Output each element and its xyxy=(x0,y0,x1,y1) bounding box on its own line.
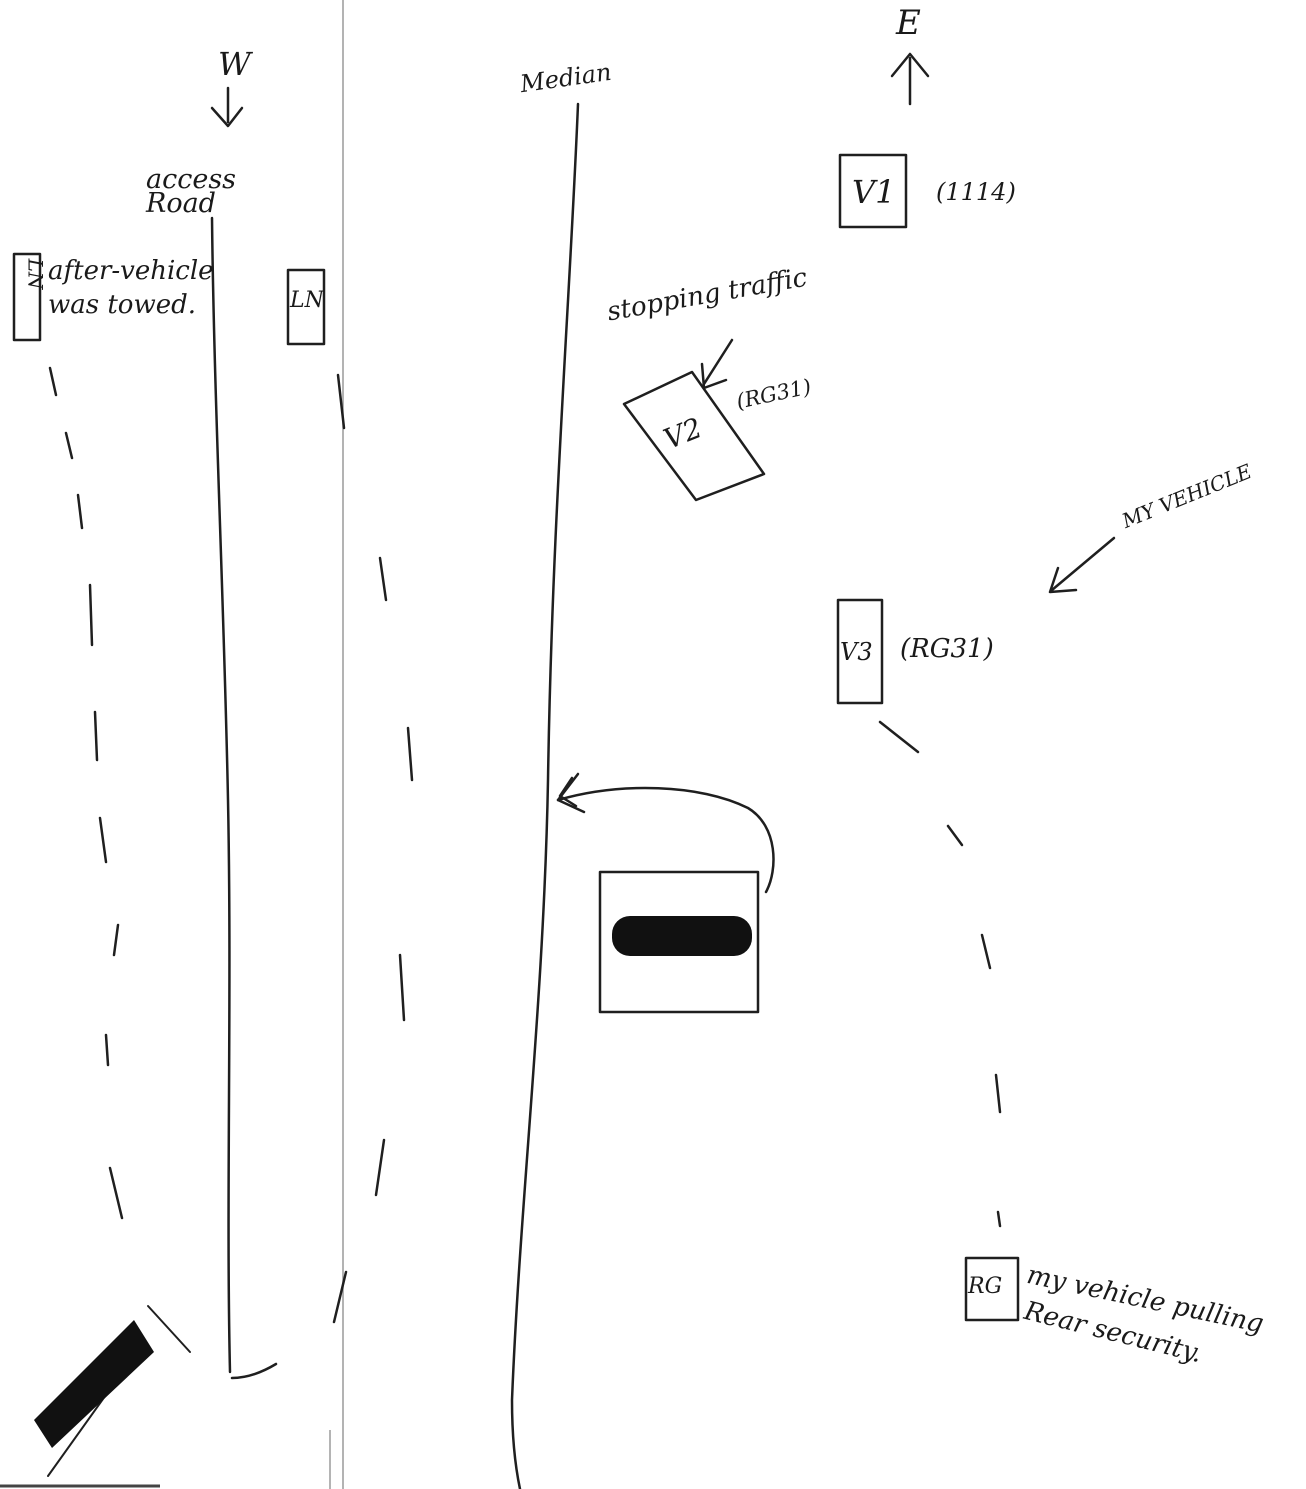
vehicle-v1-label: V1 xyxy=(852,176,895,208)
access-road-line xyxy=(212,218,230,1372)
u-turn-path xyxy=(558,788,773,892)
lane-line-right xyxy=(880,722,1000,1226)
vehicle-rg-label: RG xyxy=(968,1276,1002,1298)
lane-line-middle xyxy=(334,375,412,1322)
west-arrow xyxy=(212,88,242,126)
vehicle-v3-unit: (RG31) xyxy=(900,636,994,662)
west-label: W xyxy=(218,48,251,80)
vehicle-v3-label: V3 xyxy=(840,640,873,664)
damaged-vehicle-fill xyxy=(612,916,752,956)
after-towed-label-line1: after-vehicle xyxy=(48,258,214,284)
east-label: E xyxy=(896,6,921,40)
lane-box-mid-label: LN xyxy=(290,290,324,312)
access-road-label: access Road xyxy=(146,168,296,217)
lane-line-left xyxy=(50,368,122,1218)
access-road-end xyxy=(232,1364,276,1378)
my-vehicle-arrow xyxy=(1050,538,1114,592)
vehicle-v1-unit: (1114) xyxy=(936,180,1016,204)
damaged-vehicle-diagonal xyxy=(34,1306,190,1476)
u-turn-arrowhead xyxy=(558,774,584,812)
after-towed-label-line2: was towed. xyxy=(48,292,196,318)
lane-box-left-label: LN xyxy=(25,259,45,290)
east-arrow xyxy=(892,54,928,104)
stopping-traffic-arrow xyxy=(702,340,732,388)
